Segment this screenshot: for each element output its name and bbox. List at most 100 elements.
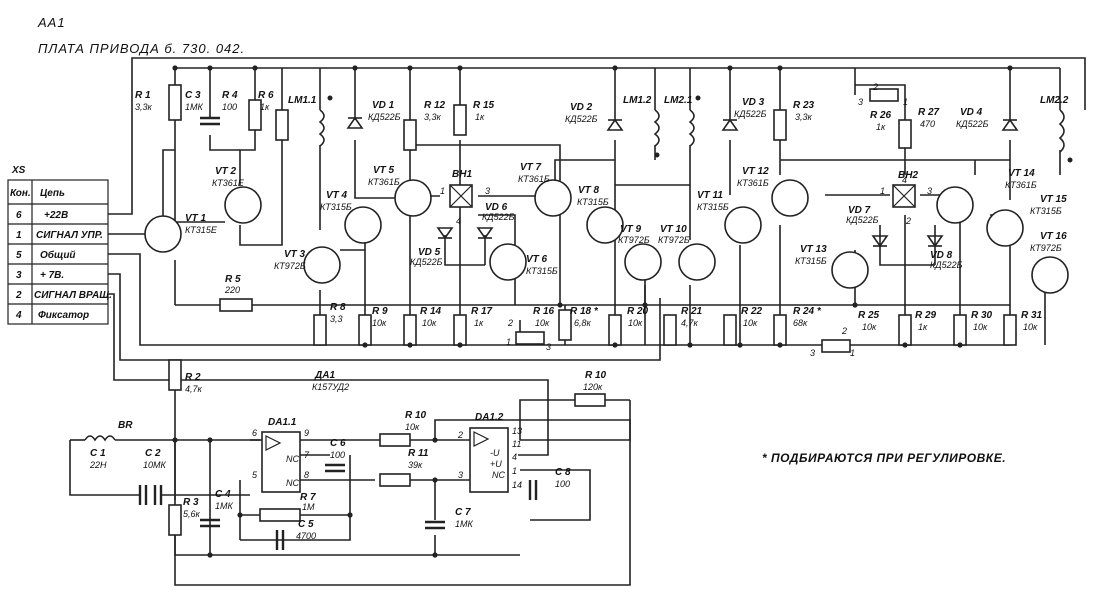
nc-marker: NC bbox=[492, 470, 505, 480]
resistor-r10-feedback bbox=[574, 393, 606, 407]
nc-marker: NC bbox=[286, 478, 299, 488]
label-vt11: VT 11 bbox=[697, 190, 723, 201]
capacitor-c4 bbox=[200, 518, 220, 528]
resistor-r18 bbox=[558, 309, 572, 341]
value-r27: 470 bbox=[920, 119, 935, 129]
resistors bbox=[168, 84, 1017, 536]
value-r31: 10к bbox=[1023, 322, 1038, 332]
value-r18: 6,8к bbox=[574, 318, 592, 328]
label-c8: C 8 bbox=[555, 467, 571, 478]
connector-row: 1 СИГНАЛ УПР. bbox=[16, 230, 103, 241]
supply-marker: -U bbox=[490, 448, 500, 458]
capacitor-c3 bbox=[200, 116, 220, 126]
value-vt12: КТ361Б bbox=[737, 178, 769, 188]
value-vt9: КТ972Б bbox=[618, 235, 650, 245]
label-da1: ДА1 bbox=[314, 370, 335, 381]
value-r11: 39к bbox=[408, 460, 423, 470]
value-vt1: КТ315Е bbox=[185, 225, 218, 235]
resistor-r29 bbox=[898, 314, 912, 346]
value-vt14: КТ361Б bbox=[1005, 180, 1037, 190]
pin-number: 6 bbox=[252, 428, 257, 438]
hall-sensor-bh2 bbox=[892, 184, 916, 208]
connector-net: Фиксатор bbox=[38, 310, 89, 321]
label-c4: C 4 bbox=[215, 489, 231, 500]
value-r10: 10к bbox=[405, 422, 420, 432]
hall-sensor-bh1 bbox=[449, 184, 473, 208]
label-bh2: ВН2 bbox=[898, 170, 918, 181]
pin-number: 1 bbox=[850, 348, 855, 358]
label-c1: C 1 bbox=[90, 448, 106, 459]
opamp-da12 bbox=[469, 427, 509, 493]
pin-number: 3 bbox=[927, 186, 932, 196]
pin-number: 2 bbox=[841, 326, 847, 336]
value-vd5: КД522Б bbox=[410, 257, 443, 267]
adjustment-note: * ПОДБИРАЮТСЯ ПРИ РЕГУЛИРОВКЕ. bbox=[762, 451, 1006, 465]
label-r20: R 20 bbox=[627, 306, 649, 317]
transistor-vt11 bbox=[724, 206, 762, 244]
label-vt13: VT 13 bbox=[800, 244, 827, 255]
resistor-r9 bbox=[358, 314, 372, 346]
label-r26: R 26 bbox=[870, 110, 892, 121]
label-r6: R 6 bbox=[258, 90, 274, 101]
pin-number: 5 bbox=[252, 470, 258, 480]
resistor-r20 bbox=[608, 314, 622, 346]
value-r15: 1к bbox=[475, 112, 485, 122]
connector-pin: 3 bbox=[16, 270, 22, 281]
diode-vd6 bbox=[476, 227, 494, 240]
connector-col-name: Цепь bbox=[40, 188, 65, 199]
value-vt10: КТ972Б bbox=[658, 235, 690, 245]
value-vd8: КД522Б bbox=[930, 260, 963, 270]
value-r17: 1к bbox=[474, 318, 484, 328]
value-vt5: КТ361Б bbox=[368, 177, 400, 187]
component-labels: R 1 3,3к C 3 1МК R 4 100 R 6 1к LM1.1 VT… bbox=[89, 90, 1069, 541]
connector-ref: XS bbox=[11, 165, 26, 176]
connector-col-pin: Кон. bbox=[10, 188, 31, 199]
value-r1: 3,3к bbox=[135, 102, 153, 112]
pin-number: 3 bbox=[546, 342, 551, 352]
supply-marker: +U bbox=[490, 459, 502, 469]
value-c1: 22Н bbox=[89, 460, 107, 470]
transistor-vt7 bbox=[534, 179, 572, 217]
label-vd3: VD 3 bbox=[742, 97, 765, 108]
label-r15: R 15 bbox=[473, 100, 495, 111]
value-r4: 100 bbox=[222, 102, 237, 112]
connector-row: 3 + 7В. bbox=[16, 270, 64, 281]
transistor-vt3 bbox=[303, 246, 341, 284]
coil-lm21 bbox=[688, 109, 695, 147]
label-vt7: VT 7 bbox=[520, 162, 542, 173]
connector-pin: 4 bbox=[15, 310, 22, 321]
value-r16: 10к bbox=[535, 318, 550, 328]
pin-number: 11 bbox=[512, 439, 521, 449]
value-r24: 68к bbox=[793, 318, 808, 328]
resistor-r10 bbox=[379, 433, 411, 447]
label-r31: R 31 bbox=[1021, 310, 1043, 321]
label-r2: R 2 bbox=[185, 372, 201, 383]
label-r4: R 4 bbox=[222, 90, 238, 101]
transistors bbox=[144, 179, 1069, 294]
coil-lm11 bbox=[318, 109, 325, 147]
resistor-r15 bbox=[453, 104, 467, 136]
resistor-r6b bbox=[275, 109, 289, 141]
resistor-r14 bbox=[403, 314, 417, 346]
label-r30: R 30 bbox=[971, 310, 993, 321]
connector-row: 6 +22В bbox=[16, 210, 68, 221]
resistor-r22 bbox=[723, 314, 737, 346]
value-r12: 3,3к bbox=[424, 112, 442, 122]
capacitor-c2 bbox=[153, 485, 163, 505]
label-vt5: VT 5 bbox=[373, 165, 395, 176]
capacitor-c6 bbox=[325, 463, 345, 473]
resistor-r30 bbox=[953, 314, 967, 346]
value-vt11: КТ315Б bbox=[697, 202, 729, 212]
diode-vd1 bbox=[346, 116, 364, 129]
pin-labels: 6 5 9 7 8 NC NC 2 3 13 11 4 1 14 -U +U N… bbox=[252, 82, 932, 490]
coil-lm22 bbox=[1058, 109, 1065, 153]
label-c5: C 5 bbox=[298, 519, 314, 530]
label-vt6: VT 6 bbox=[526, 254, 548, 265]
capacitors bbox=[138, 116, 538, 550]
label-vt16: VT 16 bbox=[1040, 231, 1067, 242]
label-r12: R 12 bbox=[424, 100, 446, 111]
connector-frame bbox=[7, 179, 109, 325]
value-r5: 220 bbox=[224, 285, 240, 295]
label-r8: R 8 bbox=[330, 302, 346, 313]
